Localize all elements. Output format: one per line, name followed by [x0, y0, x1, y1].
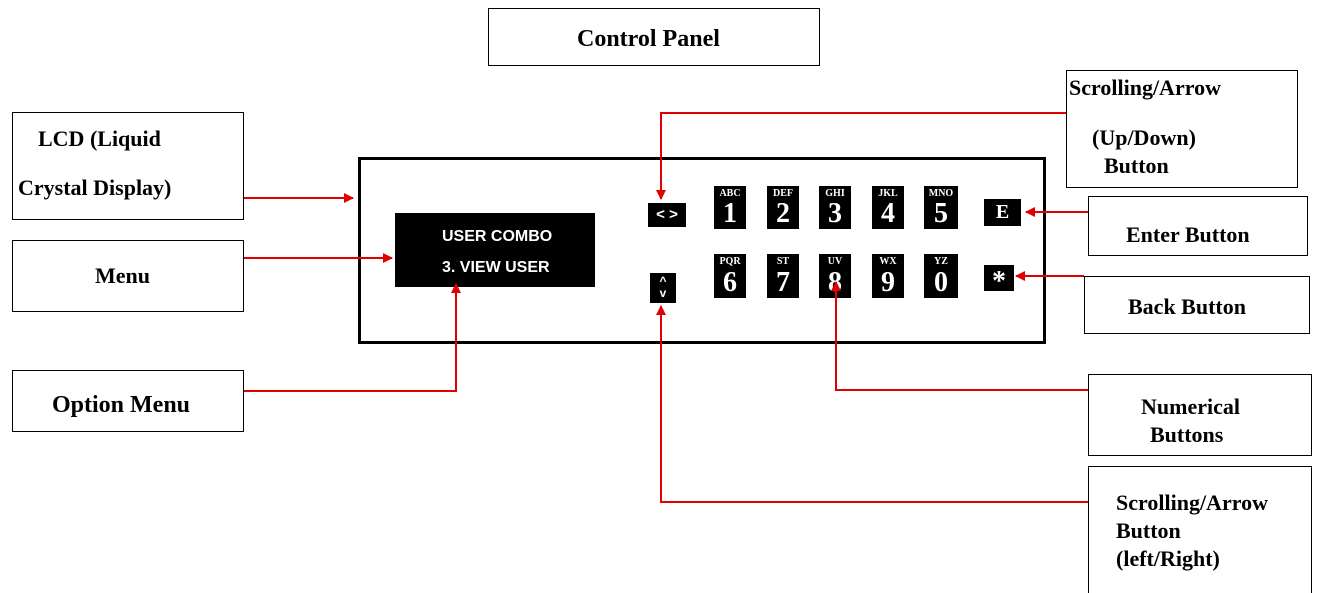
enter-label-box: [1088, 196, 1308, 256]
key-8-letters: UV: [827, 256, 843, 267]
key-7-digit: 7: [776, 267, 790, 298]
back-label-box: [1084, 276, 1310, 334]
numerical-label-line1: Numerical: [1141, 394, 1240, 419]
scroll-updown-label-line1: Scrolling/Arrow: [1069, 75, 1221, 100]
diagram-title: Control Panel: [577, 26, 720, 52]
lcd-label-line2: Crystal Display): [18, 175, 172, 200]
left-right-arrow-label: < >: [656, 206, 678, 223]
down-caret-icon: v: [659, 286, 667, 300]
scroll-updown-label-line2: (Up/Down): [1092, 125, 1196, 150]
key-0[interactable]: YZ 0: [924, 254, 958, 298]
key-9-letters: WX: [879, 256, 897, 267]
key-5-digit: 5: [934, 198, 948, 229]
key-9-digit: 9: [881, 267, 895, 298]
back-key[interactable]: *: [984, 265, 1014, 297]
menu-label-box: [12, 240, 244, 312]
key-9[interactable]: WX 9: [872, 254, 904, 298]
numerical-label-box: [1088, 374, 1312, 456]
enter-key-label: E: [995, 201, 1010, 223]
key-0-letters: YZ: [934, 256, 948, 267]
menu-label: Menu: [95, 263, 150, 288]
key-2-digit: 2: [776, 198, 790, 229]
arrow-scroll-updown: [656, 112, 1066, 200]
option-menu-label: Option Menu: [52, 392, 191, 418]
lcd-display: USER COMBO 3. VIEW USER: [395, 213, 595, 287]
left-right-arrow-button[interactable]: < >: [648, 203, 686, 227]
key-3[interactable]: GHI 3: [819, 186, 851, 229]
key-2[interactable]: DEF 2: [767, 186, 799, 229]
title-box: [488, 8, 820, 66]
key-1-letters: ABC: [719, 188, 741, 199]
key-6-letters: PQR: [719, 256, 741, 267]
key-2-letters: DEF: [773, 188, 793, 199]
lcd-label-line1: LCD (Liquid: [38, 126, 161, 151]
key-1[interactable]: ABC 1: [714, 186, 746, 229]
scroll-lr-label-line1: Scrolling/Arrow: [1116, 490, 1268, 515]
scroll-updown-label-line3: Button: [1104, 153, 1169, 178]
back-key-label: *: [992, 266, 1006, 297]
key-6[interactable]: PQR 6: [714, 254, 746, 298]
scroll-updown-label-box: [1066, 70, 1298, 188]
option-menu-label-box: [12, 370, 244, 432]
up-caret-icon: ^: [659, 274, 667, 288]
key-7[interactable]: ST 7: [767, 254, 799, 298]
key-4-digit: 4: [881, 198, 895, 229]
lcd-label-box: [12, 112, 244, 220]
key-4[interactable]: JKL 4: [872, 186, 904, 229]
key-6-digit: 6: [723, 267, 737, 298]
lcd-line1: USER COMBO: [442, 228, 553, 245]
key-3-letters: GHI: [825, 188, 845, 199]
back-label: Back Button: [1128, 294, 1246, 319]
key-4-letters: JKL: [878, 188, 898, 199]
arrow-scroll-lr: [656, 305, 1088, 503]
scroll-lr-label-line2: Button: [1116, 518, 1181, 543]
up-down-arrow-button[interactable]: ^ v: [650, 273, 676, 303]
enter-key[interactable]: E: [984, 199, 1021, 226]
key-7-letters: ST: [776, 256, 790, 267]
key-3-digit: 3: [828, 198, 842, 229]
numerical-label-line2: Buttons: [1150, 422, 1224, 447]
enter-label: Enter Button: [1126, 222, 1250, 247]
lcd-line2: 3. VIEW USER: [442, 259, 550, 276]
key-1-digit: 1: [723, 198, 737, 229]
scroll-lr-label-line3: (left/Right): [1116, 546, 1220, 571]
key-5[interactable]: MNO 5: [924, 186, 958, 229]
key-0-digit: 0: [934, 267, 948, 298]
key-5-letters: MNO: [928, 188, 954, 199]
arrow-option-menu: [244, 283, 461, 392]
scroll-lr-label-box: [1088, 466, 1312, 593]
arrow-numerical: [831, 281, 1088, 391]
